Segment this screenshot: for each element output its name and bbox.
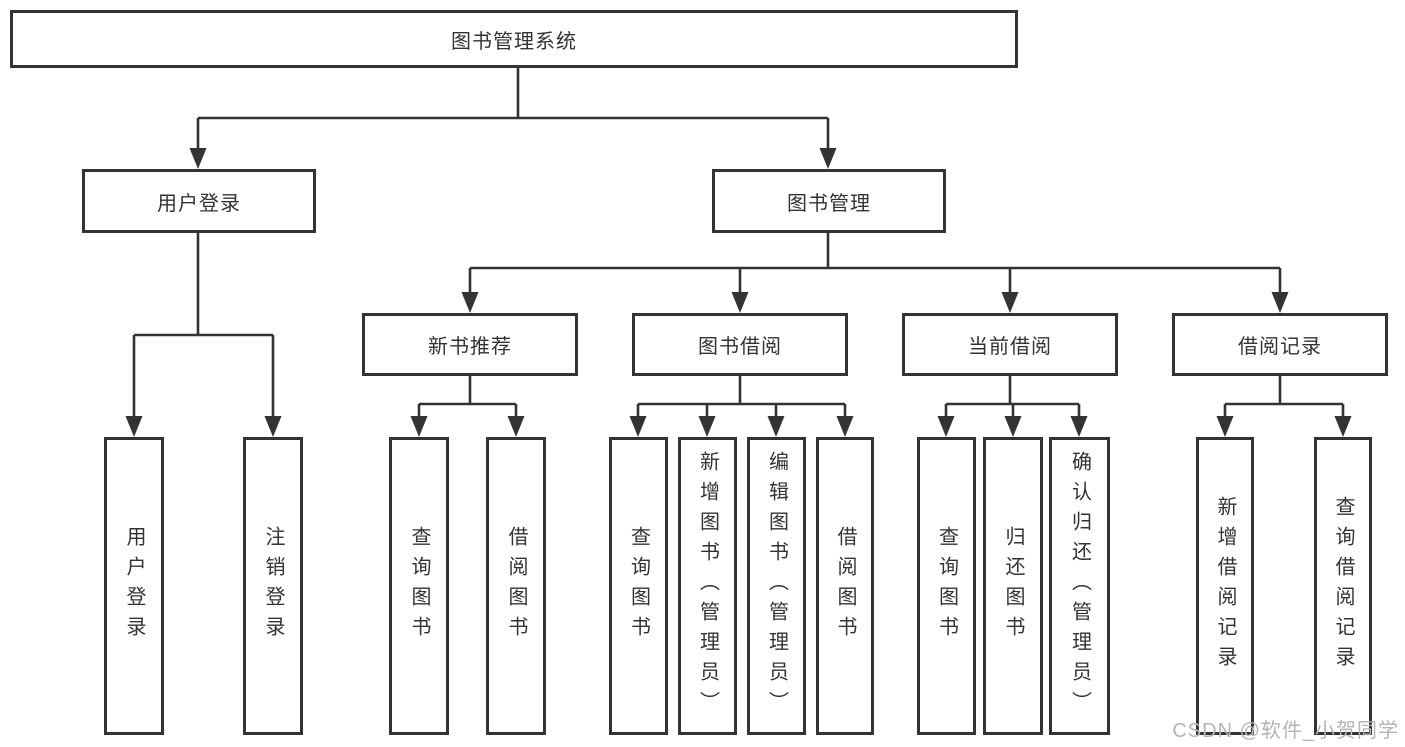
arrowhead-icon bbox=[1334, 416, 1352, 437]
leaf-user-login: 用户登录 bbox=[104, 437, 164, 735]
leaf-query-books-borrow: 查询图书 bbox=[609, 437, 668, 735]
leaf-query-books-current-label: 查询图书 bbox=[935, 526, 958, 646]
leaf-user-login-label: 用户登录 bbox=[123, 526, 145, 646]
leaf-confirm-return-admin: 确认归还（管理员） bbox=[1049, 437, 1110, 735]
leaf-add-borrow-record: 新增借阅记录 bbox=[1196, 437, 1254, 735]
node-current-borrow: 当前借阅 bbox=[902, 313, 1118, 376]
arrowhead-icon bbox=[698, 416, 716, 437]
node-user-login: 用户登录 bbox=[82, 169, 316, 233]
leaf-add-books-admin: 新增图书（管理员） bbox=[678, 437, 737, 735]
leaf-add-borrow-record-label: 新增借阅记录 bbox=[1214, 496, 1236, 676]
leaf-query-borrow-record: 查询借阅记录 bbox=[1314, 437, 1372, 735]
arrowhead-icon bbox=[767, 416, 785, 437]
leaf-borrow-books: 借阅图书 bbox=[816, 437, 874, 735]
leaf-return-books-label: 归还图书 bbox=[1002, 526, 1024, 646]
node-book-borrow: 图书借阅 bbox=[632, 313, 848, 376]
arrowhead-icon bbox=[507, 416, 525, 437]
arrowhead-icon bbox=[189, 148, 207, 169]
arrowhead-icon bbox=[629, 416, 647, 437]
arrowhead-icon bbox=[410, 416, 428, 437]
connector-borrow-records-children bbox=[1216, 376, 1352, 437]
leaf-confirm-return-admin-label: 确认归还（管理员） bbox=[1068, 451, 1091, 721]
leaf-query-books-current: 查询图书 bbox=[917, 437, 976, 735]
arrowhead-icon bbox=[1216, 416, 1234, 437]
leaf-edit-books-admin-label: 编辑图书（管理员） bbox=[765, 451, 788, 721]
arrowhead-icon bbox=[125, 416, 143, 437]
connector-root-to-level2 bbox=[189, 68, 837, 169]
leaf-logout-login: 注销登录 bbox=[243, 437, 303, 735]
node-library-management-system: 图书管理系统 bbox=[10, 10, 1018, 68]
node-book-management: 图书管理 bbox=[712, 169, 946, 233]
connector-user-login-children bbox=[125, 233, 282, 437]
arrowhead-icon bbox=[836, 416, 854, 437]
node-new-book-recommend: 新书推荐 bbox=[362, 313, 578, 376]
leaf-return-books: 归还图书 bbox=[983, 437, 1043, 735]
arrowhead-icon bbox=[461, 292, 479, 313]
arrowhead-icon bbox=[1070, 416, 1088, 437]
arrowhead-icon bbox=[1271, 292, 1289, 313]
connector-book-borrow-children bbox=[629, 376, 854, 437]
leaf-logout-login-label: 注销登录 bbox=[262, 526, 284, 646]
leaf-query-borrow-record-label: 查询借阅记录 bbox=[1332, 496, 1354, 676]
leaf-add-books-admin-label: 新增图书（管理员） bbox=[696, 451, 719, 721]
arrowhead-icon bbox=[1004, 416, 1022, 437]
watermark: CSDN @软件_小贺同学 bbox=[1172, 720, 1399, 742]
connector-new-book-recommend-children bbox=[410, 376, 525, 437]
connector-book-management-children bbox=[461, 233, 1289, 313]
arrowhead-icon bbox=[1001, 292, 1019, 313]
arrowhead-icon bbox=[731, 292, 749, 313]
node-borrow-records: 借阅记录 bbox=[1172, 313, 1388, 376]
arrowhead-icon bbox=[937, 416, 955, 437]
leaf-borrow-books-recommend-label: 借阅图书 bbox=[505, 526, 527, 646]
leaf-borrow-books-label: 借阅图书 bbox=[834, 526, 856, 646]
arrowhead-icon bbox=[264, 416, 282, 437]
leaf-query-books-recommend-label: 查询图书 bbox=[408, 526, 430, 646]
leaf-query-books-borrow-label: 查询图书 bbox=[627, 526, 650, 646]
leaf-query-books-recommend: 查询图书 bbox=[389, 437, 449, 735]
connector-current-borrow-children bbox=[937, 376, 1088, 437]
leaf-borrow-books-recommend: 借阅图书 bbox=[486, 437, 546, 735]
leaf-edit-books-admin: 编辑图书（管理员） bbox=[747, 437, 806, 735]
arrowhead-icon bbox=[819, 148, 837, 169]
